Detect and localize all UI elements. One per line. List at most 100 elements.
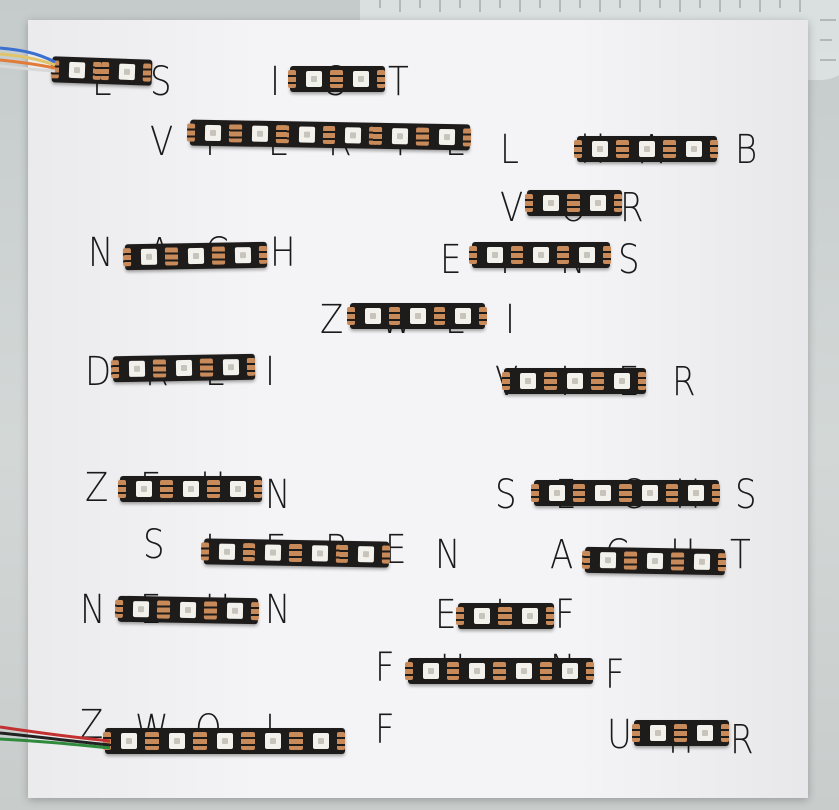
led-chip (592, 141, 609, 157)
solder-pad (247, 732, 255, 750)
solder-pad (208, 601, 217, 620)
solder-pad (616, 140, 625, 158)
solder-pad (478, 307, 487, 325)
solder-pad (585, 662, 594, 680)
led-chip (205, 124, 222, 142)
solder-pad (596, 372, 605, 390)
led-strip (524, 190, 623, 216)
solder-pad (161, 600, 171, 619)
led-chip (68, 61, 86, 79)
solder-pad (405, 662, 414, 680)
solder-pad (335, 70, 344, 88)
solder-pad (504, 607, 512, 625)
letter-f: F (375, 707, 395, 753)
led-chip (251, 125, 269, 142)
led-strip (346, 303, 487, 329)
led-chip (265, 544, 282, 561)
letter-z: Z (80, 702, 104, 748)
letter-s: S (143, 522, 165, 568)
solder-pad (709, 140, 718, 158)
letter-s: S (735, 472, 757, 518)
letter-n: N (88, 230, 114, 276)
solder-pad (247, 357, 256, 376)
solder-pad (515, 246, 523, 264)
solder-pad (110, 360, 119, 379)
solder-pad (621, 140, 629, 158)
solder-pad (381, 545, 391, 564)
led-strip (122, 241, 268, 271)
ruler-ticks (379, 0, 836, 61)
led-chip (226, 602, 243, 619)
solder-pad (673, 724, 682, 742)
solder-pad (675, 552, 684, 571)
letter-t: T (388, 59, 409, 105)
solder-pad (289, 732, 297, 750)
solder-pad (603, 246, 611, 264)
led-chip (265, 733, 281, 749)
led-chip (169, 733, 185, 749)
solder-pad (205, 358, 214, 377)
solder-pad (117, 480, 126, 498)
solder-pad (200, 542, 210, 561)
solder-pad (145, 732, 153, 750)
led-chip (357, 546, 375, 563)
led-chip (118, 63, 136, 81)
solder-pad (339, 544, 349, 563)
led-strip (531, 480, 720, 506)
led-chip (519, 373, 536, 389)
solder-pad (566, 194, 575, 212)
solder-pad (259, 245, 268, 264)
led-chip (697, 725, 714, 741)
solder-pad (151, 732, 159, 750)
solder-pad (159, 480, 168, 498)
solder-pad (572, 194, 581, 212)
led-chip (175, 359, 193, 377)
letter-v: V (150, 119, 174, 165)
led-chip (313, 733, 329, 749)
led-chip (235, 247, 252, 264)
solder-pad (377, 70, 386, 88)
solder-pad (549, 372, 557, 390)
solder-pad (543, 662, 552, 680)
led-chip (469, 663, 486, 679)
led-chip (579, 247, 595, 263)
solder-pad (187, 123, 196, 142)
letter-i: I (270, 59, 281, 105)
led-chip (685, 141, 702, 157)
letter-n: N (435, 532, 461, 578)
letter-i: I (265, 349, 276, 395)
letter-t: T (730, 532, 751, 578)
solder-pad (462, 128, 471, 147)
led-strip (287, 66, 386, 92)
letter-z: Z (85, 465, 109, 511)
led-chip (183, 481, 199, 497)
letter-i: I (505, 297, 516, 343)
led-chip (305, 71, 322, 87)
solder-pad (122, 248, 131, 267)
led-strip (631, 720, 730, 746)
solder-pad (638, 372, 647, 390)
solder-pad (295, 732, 303, 750)
solder-pad (287, 70, 296, 88)
led-chip (140, 248, 157, 265)
solder-pad (165, 480, 173, 498)
letter-f: F (375, 645, 395, 691)
solder-pad (573, 484, 582, 502)
led-chip (561, 663, 578, 679)
solder-pad (498, 607, 506, 625)
solder-pad (199, 732, 207, 750)
wires-bottom-left (0, 725, 111, 750)
solder-pad (250, 602, 259, 621)
solder-pad (391, 307, 400, 325)
led-chip (533, 247, 549, 263)
led-chip (223, 359, 240, 376)
letter-a: A (550, 532, 574, 578)
solder-pad (142, 63, 152, 82)
letter-r: R (672, 359, 696, 405)
solder-pad (254, 480, 263, 498)
solder-pad (420, 127, 429, 146)
solder-pad (667, 140, 676, 158)
led-chip (353, 71, 370, 87)
solder-pad (577, 484, 586, 502)
